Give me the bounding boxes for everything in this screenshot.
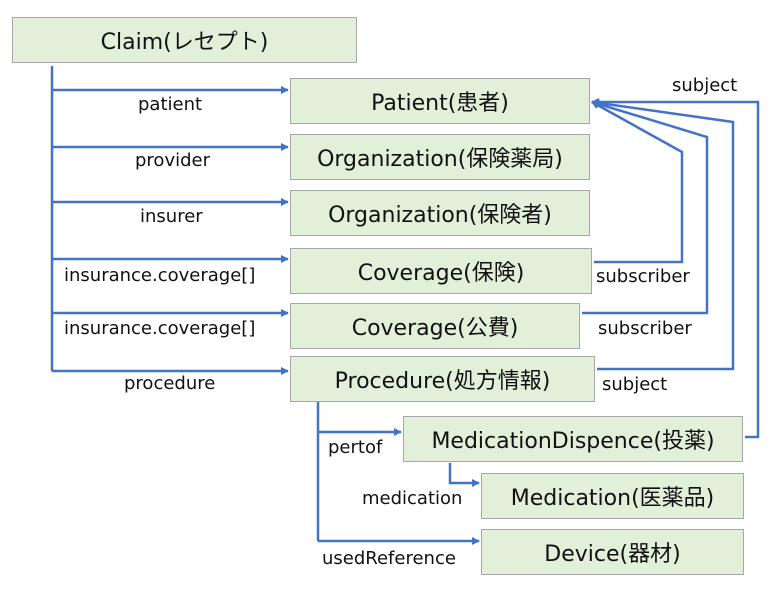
- label-provider: provider: [135, 150, 210, 171]
- edge-medication: [448, 463, 480, 487]
- node-coverage-insurance: Coverage(保険): [290, 248, 592, 294]
- label-insurance-coverage-2: insurance.coverage[]: [64, 318, 256, 339]
- label-patient: patient: [138, 94, 203, 115]
- label-subscriber-public: subscriber: [598, 318, 692, 339]
- edge-subject-dispense: [591, 98, 760, 439]
- label-subject-procedure: subject: [602, 374, 668, 395]
- node-organization-insurer: Organization(保険者): [290, 190, 590, 236]
- edge-subscriber-public: [582, 100, 709, 315]
- label-subscriber-insurance: subscriber: [596, 266, 690, 287]
- node-organization-pharmacy: Organization(保険薬局): [290, 134, 590, 180]
- node-procedure: Procedure(処方情報): [290, 356, 595, 402]
- label-used-reference: usedReference: [322, 548, 456, 569]
- label-medication: medication: [362, 488, 463, 509]
- node-device: Device(器材): [481, 529, 744, 575]
- node-medication: Medication(医薬品): [481, 473, 744, 519]
- label-subject-dispense: subject: [672, 75, 738, 96]
- node-medication-dispence: MedicationDispence(投薬): [403, 416, 743, 462]
- label-procedure: procedure: [124, 373, 216, 394]
- edge-subscriber-insurance: [591, 100, 684, 264]
- label-pertof: pertof: [328, 437, 383, 458]
- node-coverage-public: Coverage(公費): [290, 303, 580, 349]
- label-insurer: insurer: [140, 206, 203, 227]
- label-insurance-coverage-1: insurance.coverage[]: [64, 265, 256, 286]
- node-patient: Patient(患者): [290, 78, 590, 124]
- node-claim: Claim(レセプト): [12, 17, 357, 63]
- edge-subject-procedure: [591, 99, 735, 371]
